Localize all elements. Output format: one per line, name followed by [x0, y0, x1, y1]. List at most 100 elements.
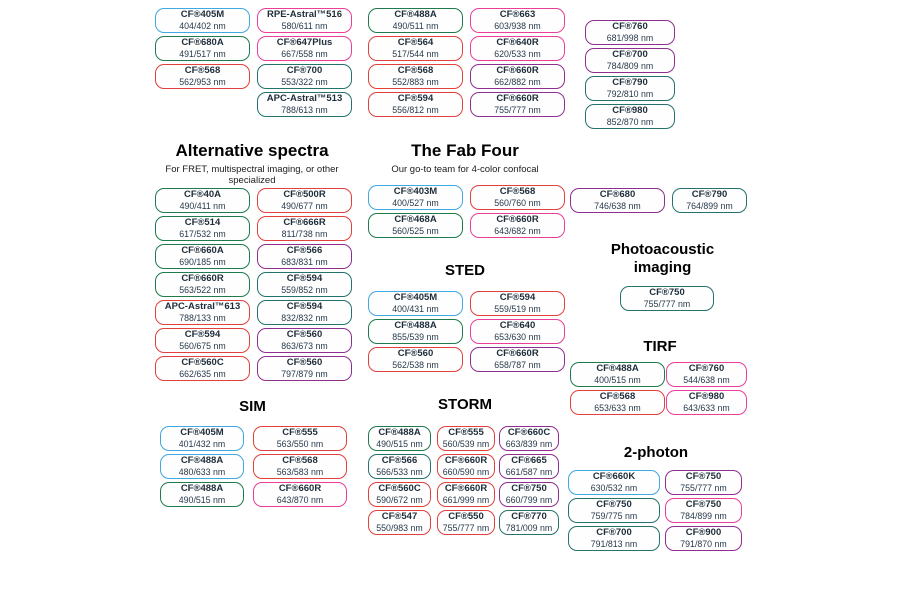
dye-wavelengths: 630/532 nm — [590, 482, 638, 493]
dye-name: CF®680A — [181, 36, 224, 48]
dye-wavelengths: 764/899 nm — [686, 200, 733, 211]
dye-name: RPE-Astral™516 — [267, 8, 342, 20]
dye-name: CF®40A — [183, 188, 222, 200]
dye-wavelengths: 759/775 nm — [590, 510, 638, 521]
dye-wavelengths: 553/322 nm — [281, 76, 328, 87]
dye-wavelengths: 562/953 nm — [179, 76, 226, 87]
dye-name: CF®647Plus — [276, 36, 333, 48]
dye-wavelengths: 490/515 nm — [376, 438, 423, 449]
dye-wavelengths: 653/630 nm — [494, 331, 541, 342]
sted-heading: STED — [444, 262, 485, 279]
dye-wavelengths: 643/870 nm — [276, 494, 324, 505]
dye-name: CF®700 — [286, 64, 323, 76]
dye-name: CF®488A — [596, 362, 639, 374]
dye-name: CF®560C — [181, 356, 224, 368]
dye-name: APC-Astral™513 — [266, 92, 343, 104]
dye-name: CF®663 — [499, 8, 536, 20]
dye-name: CF®568 — [282, 454, 318, 466]
two-photon-heading: 2-photon — [623, 444, 689, 461]
dye-name: CF®790 — [612, 76, 648, 88]
photoacoustic-heading: Photoacoustic imaging — [575, 241, 750, 277]
sim-heading: SIM — [239, 398, 266, 415]
dye-name: CF®660R — [444, 454, 488, 466]
dye-name: CF®980 — [612, 104, 648, 116]
dye-wavelengths: 660/799 nm — [505, 494, 553, 505]
dye-name: CF®660R — [496, 92, 539, 104]
dye-name: CF®750 — [596, 498, 632, 510]
dye-wavelengths: 663/839 nm — [505, 438, 553, 449]
dye-name: CF®405M — [180, 426, 224, 438]
dye-name: CF®560C — [378, 482, 421, 494]
dye-wavelengths: 401/432 nm — [178, 438, 226, 449]
dye-wavelengths: 480/633 nm — [178, 466, 226, 477]
dye-wavelengths: 755/777 nm — [494, 104, 541, 115]
dye-name: CF®660C — [507, 426, 551, 438]
section-title-line2: imaging — [633, 259, 692, 276]
dye-name: CF®547 — [381, 510, 418, 522]
dye-name: CF®403M — [393, 185, 438, 197]
dye-name: CF®760 — [688, 362, 725, 374]
dye-wavelengths: 690/185 nm — [179, 256, 226, 267]
dye-wavelengths: 683/831 nm — [281, 256, 328, 267]
dye-wavelengths: 544/638 nm — [683, 374, 730, 385]
dye-wavelengths: 603/938 nm — [494, 20, 541, 31]
dye-name: CF®566 — [286, 244, 323, 256]
dye-wavelengths: 643/682 nm — [494, 225, 541, 236]
section-title-line1: Photoacoustic — [610, 241, 715, 258]
dye-wavelengths: 560/525 nm — [392, 225, 439, 236]
dye-wavelengths: 755/777 nm — [442, 522, 490, 533]
dye-name: CF®760 — [612, 20, 648, 32]
dye-wavelengths: 560/760 nm — [494, 197, 541, 208]
dye-name: CF®594 — [499, 291, 536, 303]
dye-wavelengths: 490/511 nm — [392, 20, 439, 31]
dye-wavelengths: 681/998 nm — [606, 32, 654, 43]
dye-wavelengths: 653/633 nm — [594, 402, 641, 413]
dye-wavelengths: 556/812 nm — [392, 104, 439, 115]
fab-four-heading: The Fab Four Our go-to team for 4-color … — [365, 141, 565, 174]
dye-name: CF®665 — [511, 454, 547, 466]
dye-name: CF®660K — [592, 470, 636, 482]
dye-wavelengths: 781/009 nm — [505, 522, 553, 533]
dye-wavelengths: 643/633 nm — [683, 402, 730, 413]
dye-name: CF®550 — [448, 510, 484, 522]
dye-name: CF®640 — [499, 319, 536, 331]
dye-name: CF®488A — [180, 454, 224, 466]
dye-name: CF®500R — [283, 188, 326, 200]
dye-wavelengths: 617/532 nm — [179, 228, 226, 239]
